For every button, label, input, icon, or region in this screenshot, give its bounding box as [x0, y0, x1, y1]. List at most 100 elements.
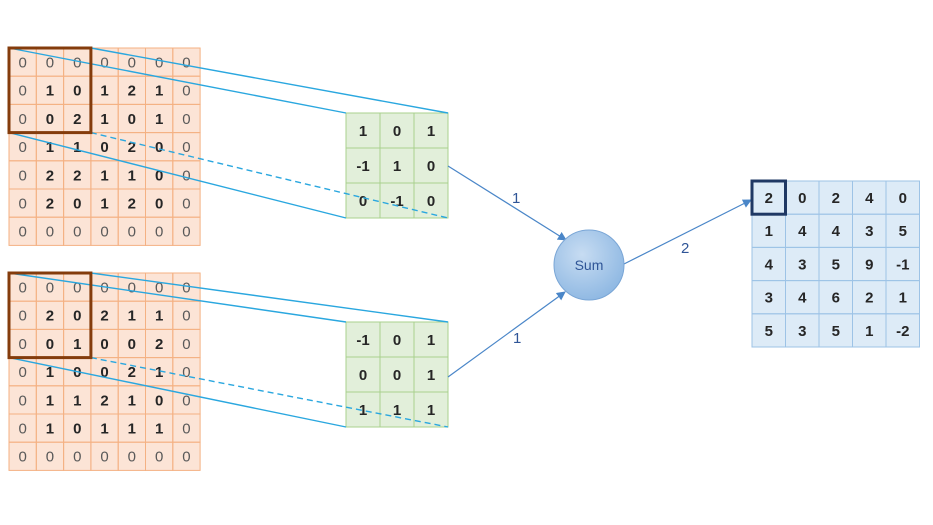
cell-value: 1	[128, 421, 136, 438]
cell-value: 0	[155, 167, 163, 184]
cell-value: 0	[155, 224, 163, 241]
cell-value: 0	[128, 449, 136, 466]
cell-value: 2	[46, 196, 54, 213]
grid-cell	[885, 313, 920, 348]
cell-value: 1	[427, 402, 435, 419]
cell-value: 2	[73, 167, 81, 184]
cell-value: 0	[18, 392, 26, 409]
cell-value: 0	[427, 158, 435, 175]
edge-label-kernel2: 1	[513, 330, 521, 347]
cell-value: 0	[100, 449, 108, 466]
cell-value: 1	[73, 336, 81, 353]
cell-value: 4	[798, 290, 807, 307]
cell-value: 0	[18, 55, 26, 72]
cell-value: -1	[390, 193, 403, 210]
cell-value: 4	[798, 223, 807, 240]
input-2-receptive-field-highlight	[7, 271, 93, 360]
cell-value: 0	[182, 364, 190, 381]
cell-value: 0	[128, 224, 136, 241]
arrow-kernel2-to-sum	[447, 291, 566, 378]
cell-value: 0	[798, 190, 806, 207]
grid-cell	[413, 391, 449, 428]
cell-value: 0	[73, 308, 81, 325]
cell-value: 1	[128, 308, 136, 325]
cell-value: 1	[128, 392, 136, 409]
cell-value: 0	[18, 167, 26, 184]
cell-value: 1	[155, 421, 163, 438]
connector-line	[90, 47, 449, 114]
cell-value: 1	[128, 167, 136, 184]
cell-value: 1	[100, 196, 108, 213]
cell-value: 1	[155, 308, 163, 325]
cell-value: 0	[155, 196, 163, 213]
cell-value: 0	[100, 55, 108, 72]
cell-value: 1	[46, 392, 54, 409]
cell-value: 0	[18, 449, 26, 466]
cell-value: 2	[46, 167, 54, 184]
cell-value: 1	[100, 111, 108, 128]
cell-value: 1	[100, 83, 108, 100]
output-cell-highlight	[750, 179, 787, 216]
cell-value: 0	[18, 280, 26, 297]
cell-value: 0	[73, 83, 81, 100]
cell-value: 0	[128, 280, 136, 297]
cell-value: 0	[899, 190, 907, 207]
cell-value: 0	[18, 196, 26, 213]
cell-value: 0	[18, 336, 26, 353]
cell-value: 0	[46, 55, 54, 72]
connector-line	[90, 131, 449, 219]
cell-value: 0	[100, 139, 108, 156]
cell-value: 0	[182, 308, 190, 325]
cell-value: 0	[100, 280, 108, 297]
cell-value: 1	[359, 402, 367, 419]
cell-value: 4	[765, 256, 774, 273]
cell-value: -1	[896, 256, 909, 273]
cell-value: 3	[765, 290, 773, 307]
sum-node-label: Sum	[575, 257, 604, 273]
cell-value: 0	[46, 449, 54, 466]
cell-value: -2	[896, 323, 909, 340]
cell-value: 0	[182, 83, 190, 100]
cell-value: 0	[155, 449, 163, 466]
cell-value: 2	[73, 111, 81, 128]
cell-value: 0	[128, 111, 136, 128]
cell-value: 0	[73, 280, 81, 297]
cell-value: 0	[155, 392, 163, 409]
connector-line	[90, 356, 449, 428]
cell-value: 1	[155, 83, 163, 100]
cell-value: 0	[427, 193, 435, 210]
cell-value: 1	[765, 223, 773, 240]
cell-value: 1	[46, 83, 54, 100]
cell-value: 1	[46, 421, 54, 438]
cell-value: 0	[73, 421, 81, 438]
cell-value: 0	[18, 83, 26, 100]
cell-value: 0	[155, 280, 163, 297]
cell-value: 0	[182, 421, 190, 438]
cell-value: 1	[46, 139, 54, 156]
cell-value: 0	[100, 336, 108, 353]
receptive-field-connectors	[8, 47, 449, 428]
cell-value: 2	[100, 308, 108, 325]
cell-value: 0	[73, 55, 81, 72]
cell-value: 1	[427, 123, 435, 140]
cell-value: 0	[46, 111, 54, 128]
cell-value: 1	[393, 402, 401, 419]
connector-line	[8, 47, 347, 114]
cell-value: 0	[155, 139, 163, 156]
cell-value: 0	[393, 367, 401, 384]
cell-value: 3	[798, 256, 806, 273]
cell-value: 5	[765, 323, 773, 340]
cell-value: 0	[359, 193, 367, 210]
cell-value: 2	[128, 83, 136, 100]
cell-value: 5	[832, 323, 840, 340]
cell-value: 1	[427, 367, 435, 384]
cell-value: 0	[18, 421, 26, 438]
edge-label-kernel1: 1	[512, 190, 520, 207]
connector-line	[8, 131, 347, 219]
cell-value: 0	[182, 280, 190, 297]
cell-value: -1	[356, 332, 369, 349]
